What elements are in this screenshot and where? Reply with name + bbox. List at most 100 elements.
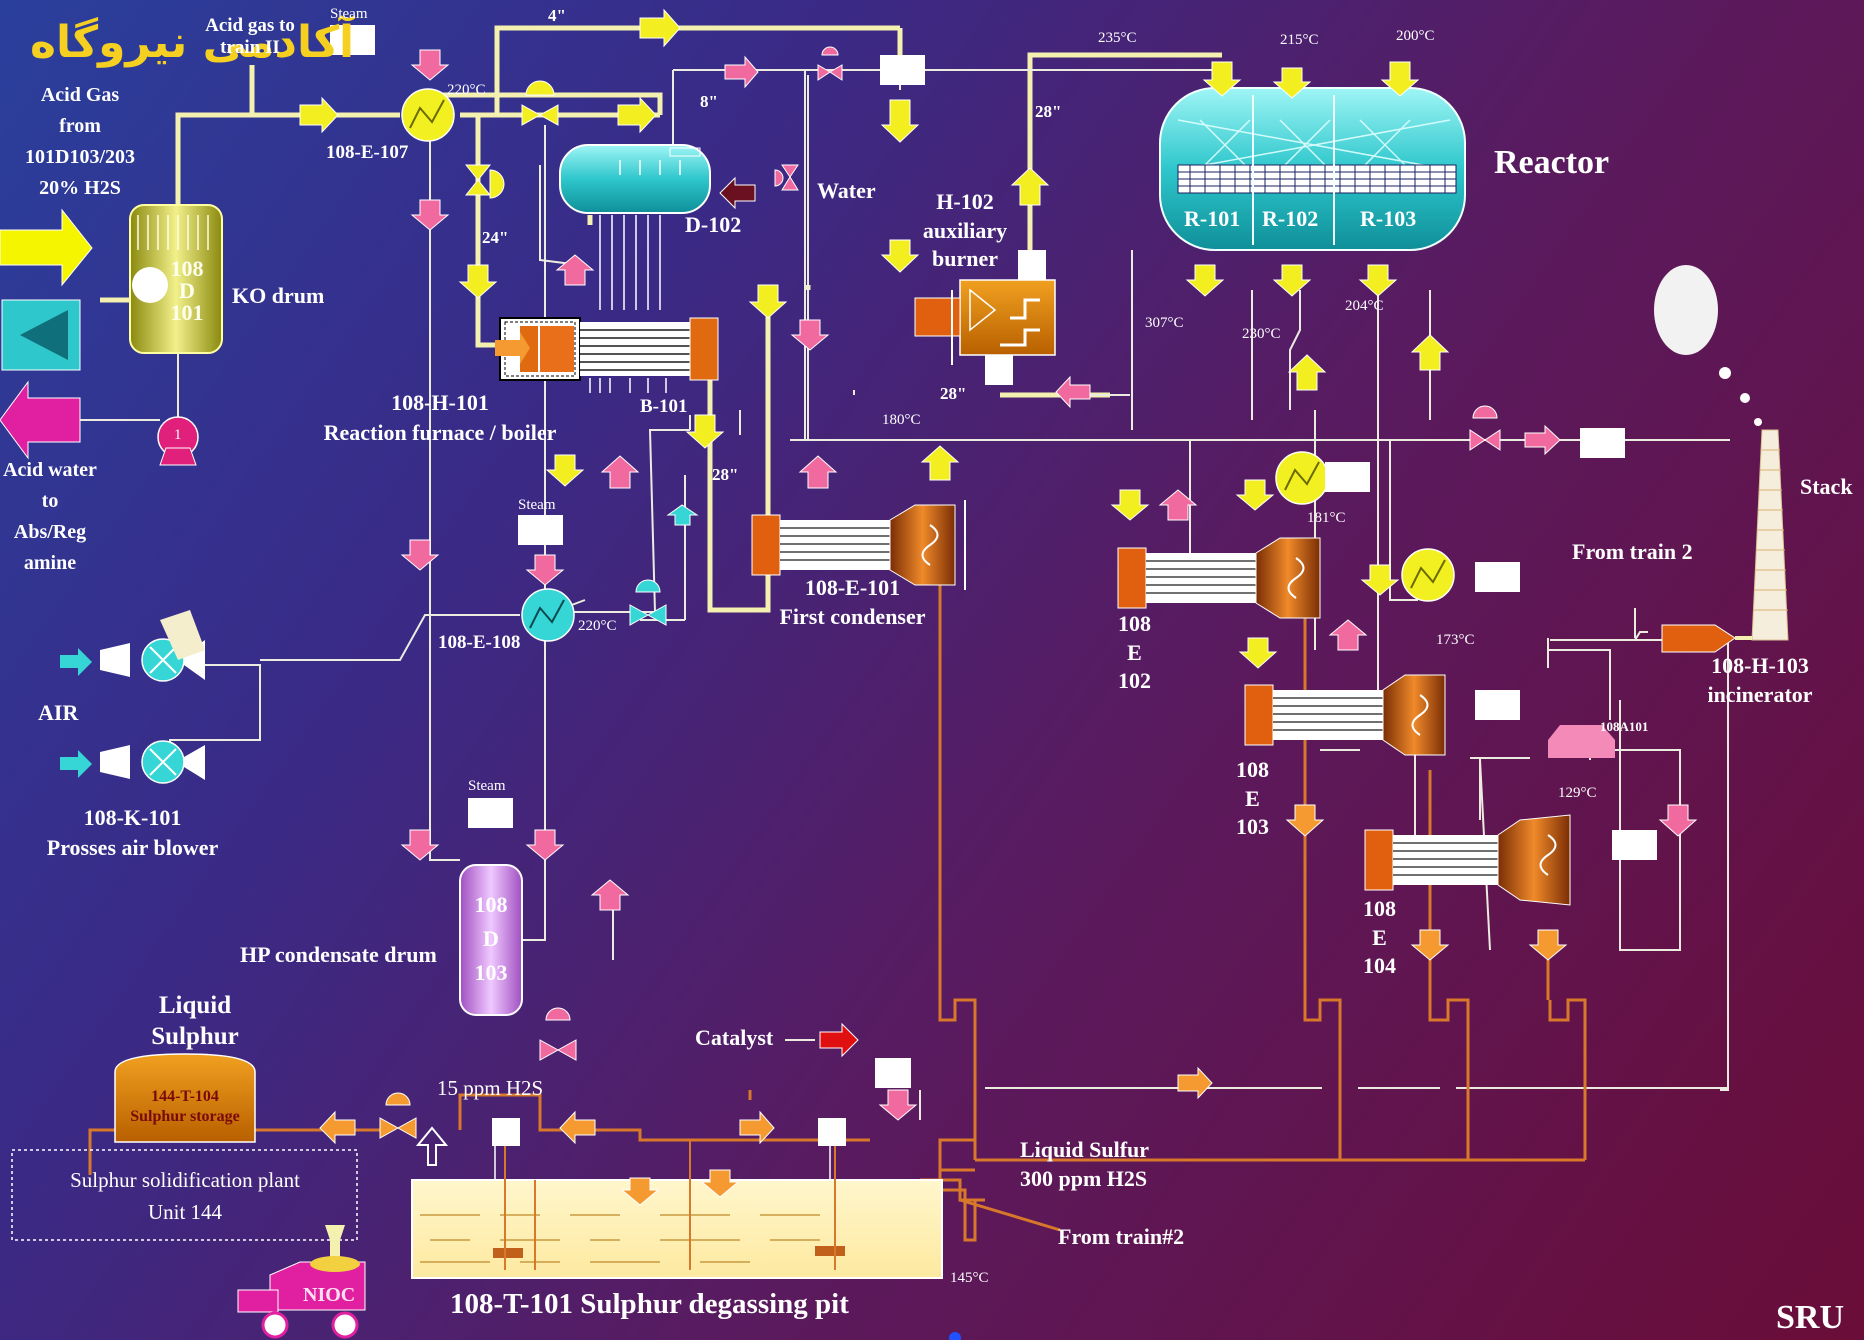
stack-label: Stack (1800, 474, 1853, 499)
pipe-28b: 28" (940, 384, 967, 403)
storage-label: 144-T-104 Sulphur storage (130, 1088, 240, 1125)
r103-label: R-103 (1360, 206, 1417, 231)
from-train2-label: From train 2 (1572, 539, 1693, 564)
flow-arrows (299, 8, 1698, 1206)
reaction-furnace-boiler (495, 317, 719, 393)
sru-title: SRU (1776, 1299, 1845, 1336)
temp-220-a: 220°C (447, 82, 486, 98)
h102-label: H-102 auxiliary burner (922, 189, 1008, 272)
solid-plant-label: Sulphur solidification plant Unit 144 (70, 1168, 300, 1224)
pipe-4in: 4" (548, 6, 566, 25)
r102-label: R-102 (1262, 206, 1319, 231)
d101-label: 108 D 101 (170, 256, 204, 325)
incinerator-h103 (1661, 624, 1752, 653)
yellow-valves (464, 80, 559, 199)
acid-gas-to-train-label: Acid gas to train II (205, 15, 295, 58)
temp-181: 181°C (1307, 510, 1346, 526)
temp-129: 129°C (1558, 785, 1597, 801)
stack-chimney (1654, 265, 1789, 641)
steam-label-2: Steam (518, 497, 556, 513)
sulphur-truck-icon (237, 1225, 366, 1339)
e104-condenser (1364, 814, 1571, 906)
catalyst-bed-grid (1189, 165, 1446, 193)
r101-label: R-101 (1184, 206, 1241, 231)
air-blower-1 (100, 610, 205, 682)
catalyst-label: Catalyst (695, 1025, 774, 1050)
sulfur-rundown-lines (88, 580, 1587, 1250)
pipe-28a: 28" (1035, 102, 1062, 121)
watermark-logo: آکادمی نیروگاه (30, 17, 355, 68)
hp-condensate-drum (459, 864, 523, 1016)
pipe-28c: 28" (712, 465, 739, 484)
temp-173: 173°C (1436, 632, 1475, 648)
analyzer-108a101 (1548, 725, 1615, 758)
sulphur-storage-tank (114, 1053, 256, 1143)
orange-valve (379, 1092, 417, 1139)
degassing-pit (411, 1058, 943, 1279)
acid-gas-inlet-arrow (0, 208, 93, 287)
air-blower-2 (100, 740, 205, 784)
e101-label: 108-E-101 First condenser (779, 575, 926, 629)
temp-230: 230°C (1242, 326, 1281, 342)
e108-exchanger (521, 588, 575, 642)
e101-first-condenser (751, 500, 966, 590)
reheater-2 (1401, 548, 1455, 602)
hp-drum-label: HP condensate drum (240, 942, 437, 967)
e103-label: 108 E 103 (1236, 757, 1269, 840)
liquid-sulphur-label: Liquid Sulphur (151, 992, 239, 1051)
analyzer-label: 108A101 (1600, 719, 1649, 734)
e102-condenser (1117, 537, 1321, 619)
instrument-lines (169, 69, 1730, 1120)
acid-gas-from-label: Acid Gas from 101D103/203 20% H2S (25, 84, 135, 199)
e103-condenser (1244, 674, 1446, 756)
temp-200: 200°C (1396, 28, 1435, 44)
steam-label-1: Steam (330, 6, 368, 22)
pipe-8in: 8" (700, 92, 718, 111)
ko-drum (75, 204, 223, 421)
temp-180: 180°C (882, 412, 921, 428)
pump-number: 1 (174, 427, 182, 443)
temp-204: 204°C (1345, 298, 1384, 314)
truck-logo: NIOC (303, 1284, 356, 1306)
temp-235: 235°C (1098, 30, 1137, 46)
process-pipes (175, 25, 1222, 613)
temp-145: 145°C (950, 1270, 989, 1286)
temp-215: 215°C (1280, 32, 1319, 48)
h102-auxiliary-burner (914, 250, 1056, 385)
b101-label: B-101 (640, 396, 688, 417)
solidification-plant-box (11, 1149, 358, 1241)
ppm15-label: 15 ppm H2S (437, 1076, 544, 1100)
e107-exchanger (401, 88, 455, 142)
e104-label: 108 E 104 (1363, 896, 1396, 979)
acid-water-label: Acid water to Abs/Reg amine (3, 459, 97, 574)
instrument-boxes (330, 25, 1657, 860)
temp-220-b: 220°C (578, 618, 617, 634)
h101-label: 108-H-101 Reaction furnace / boiler (323, 390, 557, 445)
d103-label: 108 D 103 (474, 892, 508, 986)
water-label: Water (817, 178, 876, 203)
d102-label: D-102 (685, 212, 742, 237)
degassing-pit-label: 108-T-101 Sulphur degassing pit (450, 1288, 849, 1320)
acid-water-pump (157, 416, 199, 466)
air-label: AIR (38, 700, 79, 725)
liquid-sulfur-label: Liquid Sulfur 300 ppm H2S (1020, 1137, 1150, 1191)
from-train2b-label: From train#2 (1058, 1224, 1185, 1249)
d102-steam-drum (539, 144, 711, 310)
e107-label: 108-E-107 (326, 142, 409, 163)
h103-label: 108-H-103 incinerator (1707, 653, 1813, 707)
e108-label: 108-E-108 (438, 632, 521, 653)
control-valves (539, 46, 1501, 1061)
pipe-24in: 24" (482, 228, 509, 247)
reheater-1 (1275, 451, 1329, 505)
temp-307: 307°C (1145, 315, 1184, 331)
reactor-label: Reactor (1494, 144, 1610, 181)
cyan-valve (629, 579, 667, 626)
ko-drum-label: KO drum (232, 283, 325, 308)
k101-label: 108-K-101 Prosses air blower (46, 805, 219, 860)
e102-label: 108 E 102 (1118, 611, 1151, 694)
reactor-vessel (1159, 87, 1466, 251)
steam-label-3: Steam (468, 778, 506, 794)
acid-water-outlet-arrow (0, 380, 81, 460)
